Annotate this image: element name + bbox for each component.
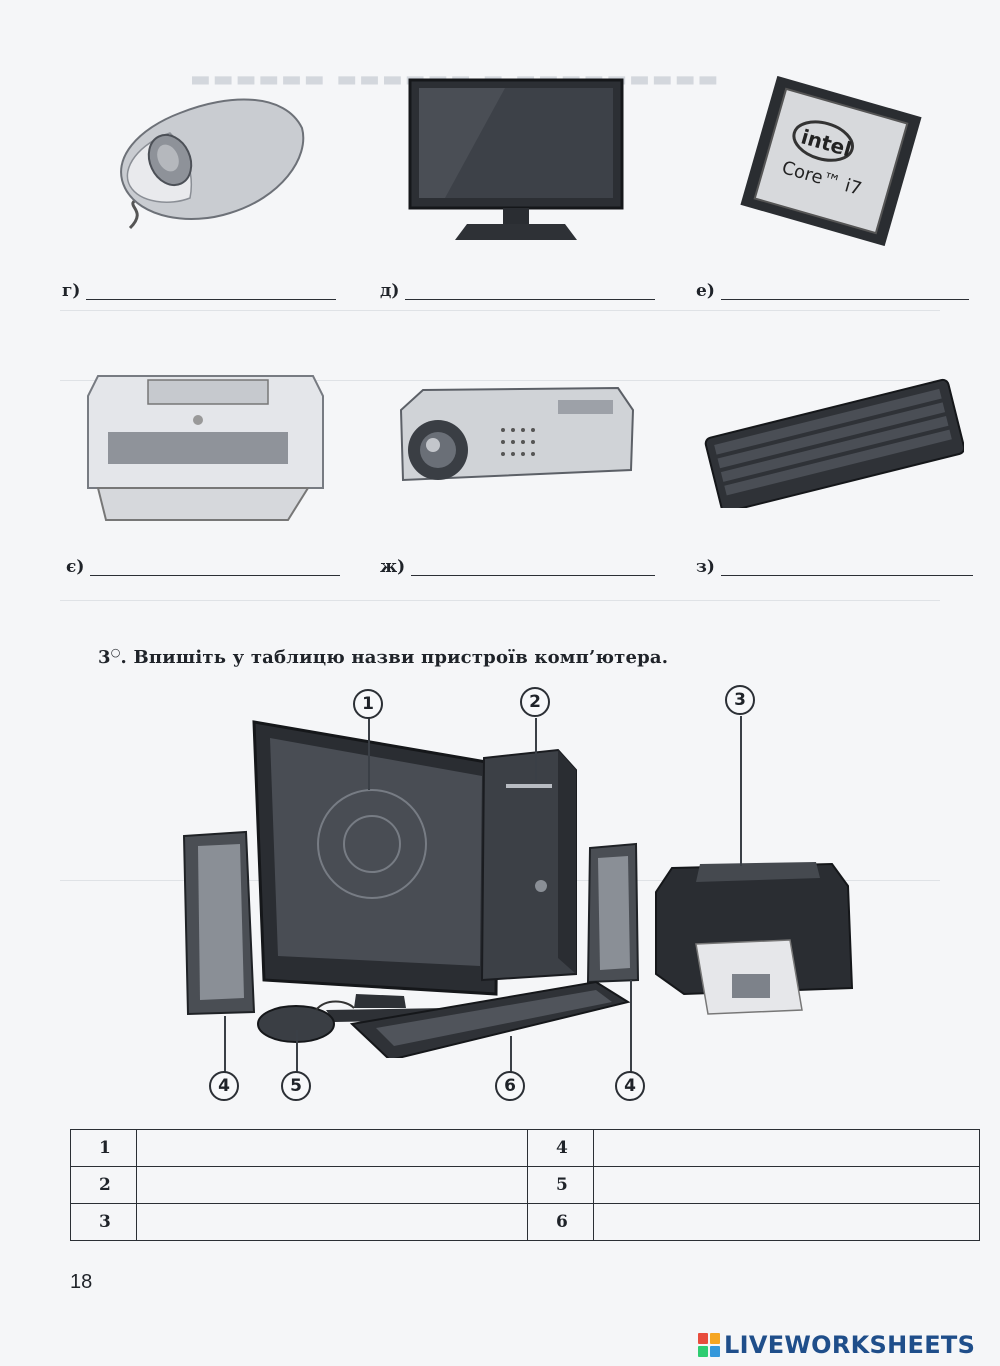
mouse-icon — [120, 98, 305, 230]
leader-line-2 — [535, 718, 537, 782]
table-row: 3 6 — [70, 1203, 980, 1241]
callout-2: 2 — [520, 687, 550, 717]
answer-row-ye2: є) — [66, 552, 345, 577]
answer-row-z: з) — [696, 552, 977, 577]
answer-input-z[interactable] — [720, 555, 977, 575]
answer-label-g: г) — [62, 281, 81, 301]
row-number-6: 6 — [527, 1203, 594, 1241]
left-speaker-icon — [182, 830, 256, 1016]
bleed-through-line — [60, 310, 940, 311]
leader-line-1 — [368, 718, 370, 790]
answer-row-zh: ж) — [380, 552, 660, 577]
liveworksheets-brand[interactable]: LIVEWORKSHEETS — [698, 1330, 975, 1360]
bleed-through-line — [60, 380, 940, 381]
answer-line-d[interactable] — [405, 279, 660, 300]
brand-text: LIVEWORKSHEETS — [724, 1331, 976, 1359]
answer-input-g[interactable] — [86, 279, 341, 299]
answer-label-ye2: є) — [66, 557, 85, 577]
table-row: 1 4 — [70, 1129, 980, 1167]
answer-input-6[interactable] — [600, 1206, 974, 1238]
callout-1: 1 — [353, 689, 383, 719]
answer-line-g[interactable] — [86, 279, 341, 300]
page-number: 18 — [70, 1271, 93, 1293]
row-number-4: 4 — [527, 1129, 594, 1167]
leader-line-3 — [740, 716, 742, 866]
row-number-2: 2 — [70, 1166, 137, 1204]
keyboard-icon — [704, 378, 964, 508]
answer-label-ye: е) — [696, 281, 715, 301]
printer-unit-icon — [655, 862, 854, 1015]
leader-line-4-left — [224, 1016, 226, 1073]
bleed-through-line — [60, 600, 940, 601]
row-number-1: 1 — [70, 1129, 137, 1167]
projector-icon — [399, 386, 635, 482]
answer-input-2[interactable] — [143, 1169, 522, 1201]
answer-input-3[interactable] — [143, 1206, 522, 1238]
answer-line-zh[interactable] — [411, 555, 660, 576]
callout-6: 6 — [495, 1071, 525, 1101]
answer-cell-5[interactable] — [593, 1166, 980, 1204]
callout-3: 3 — [725, 685, 755, 715]
answer-input-4[interactable] — [600, 1132, 974, 1164]
computer-set-illustration — [182, 720, 854, 1058]
answer-label-zh: ж) — [380, 557, 406, 577]
answer-input-d[interactable] — [405, 279, 660, 299]
system-unit-icon — [480, 748, 577, 982]
callout-4-right: 4 — [615, 1071, 645, 1101]
processor-icon: intel Core™ i7 — [740, 76, 922, 246]
row-number-3: 3 — [70, 1203, 137, 1241]
table-row: 2 5 — [70, 1166, 980, 1204]
answer-input-zh[interactable] — [411, 555, 660, 575]
answer-row-ye: е) — [696, 276, 973, 301]
task-3-title: 3○. Впишіть у таблицю назви пристроїв ко… — [98, 646, 668, 668]
answer-input-ye[interactable] — [720, 279, 973, 299]
task-text: . Впишіть у таблицю назви пристроїв комп… — [120, 647, 669, 668]
answer-label-z: з) — [696, 557, 715, 577]
answer-row-d: д) — [380, 276, 660, 301]
monitor-icon — [408, 78, 624, 240]
answer-input-5[interactable] — [600, 1169, 974, 1201]
printer-icon — [87, 375, 324, 521]
liveworksheets-logo-icon — [698, 1333, 720, 1357]
leader-line-6 — [510, 1036, 512, 1073]
keyboard-unit-icon — [349, 980, 631, 1058]
answer-row-g: г) — [62, 276, 341, 301]
mouse-unit-icon — [257, 1000, 355, 1043]
task-mark: ○ — [110, 646, 121, 659]
answer-cell-6[interactable] — [593, 1203, 980, 1241]
answer-cell-3[interactable] — [136, 1203, 528, 1241]
right-speaker-icon — [586, 842, 640, 984]
answer-input-1[interactable] — [143, 1132, 522, 1164]
callout-5: 5 — [281, 1071, 311, 1101]
device-names-table: 1 4 2 5 3 6 — [70, 1129, 980, 1241]
row-number-5: 5 — [527, 1166, 594, 1204]
answer-line-ye[interactable] — [720, 279, 973, 300]
task-number: 3 — [98, 647, 111, 668]
leader-line-4-right — [630, 980, 632, 1073]
answer-cell-2[interactable] — [136, 1166, 528, 1204]
leader-line-5 — [296, 1030, 298, 1073]
answer-line-z[interactable] — [720, 555, 977, 576]
answer-label-d: д) — [380, 281, 400, 301]
answer-cell-4[interactable] — [593, 1129, 980, 1167]
monitor-unit-icon — [252, 720, 500, 1022]
answer-line-ye2[interactable] — [90, 555, 345, 576]
callout-4-left: 4 — [209, 1071, 239, 1101]
answer-input-ye2[interactable] — [90, 555, 345, 575]
answer-cell-1[interactable] — [136, 1129, 528, 1167]
